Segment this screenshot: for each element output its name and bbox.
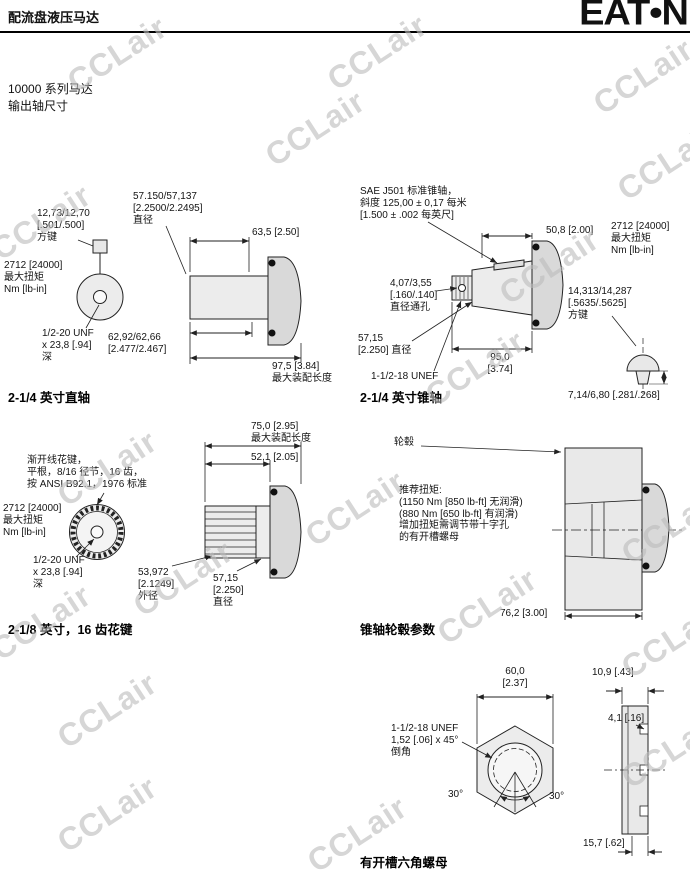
straight-torque-label: 2712 [24000] 最大扭矩 Nm [lb-in]	[4, 260, 63, 295]
nut-slot-width-dim: 4,1 [.16]	[608, 713, 645, 724]
header-rule	[0, 31, 690, 33]
straight-shaft-title: 2-1/4 英寸直轴	[8, 391, 90, 405]
taper-thread-label: 1-1/2-18 UNEF	[371, 371, 439, 382]
hub-section-title: 锥轴轮毂参数	[360, 623, 436, 637]
straight-length-dim: 63,5 [2.50]	[252, 227, 300, 238]
hub-drawing	[420, 445, 684, 620]
spline-shaft-drawing	[69, 442, 302, 579]
straight-assembly-length: 97,5 [3.84] 最大装配长度	[272, 361, 332, 384]
straight-length2-dim: 62,92/62,66 [2.477/2.467]	[108, 332, 167, 355]
eaton-logo: EAT•N	[579, 0, 689, 33]
spline-thread-label: 1/2-20 UNF x 23,8 [.94] 深	[33, 555, 85, 590]
spline-od-label: 53,972 [2.1249] 外径	[138, 567, 175, 602]
series-subtitle: 10000 系列马达	[8, 82, 93, 96]
straight-thread-label: 1/2-20 UNF x 23,8 [.94] 深	[42, 328, 94, 363]
taper-key-height-dim: 7,14/6,80 [.281/.268]	[568, 390, 660, 401]
straight-shaft-drawing	[76, 225, 302, 364]
taper-key-label: 14,313/14,287 [.5635/.5625] 方键	[568, 286, 632, 321]
spline-torque-label: 2712 [24000] 最大扭矩 Nm [lb-in]	[3, 503, 62, 538]
nut-thickness-dim: 10,9 [.43]	[592, 667, 634, 678]
page-title: 配流盘液压马达	[8, 10, 100, 25]
taper-sae-note: SAE J501 标准锥轴， 斜度 125,00 ± 0,17 每米 [1.50…	[360, 186, 467, 221]
straight-key-label: 12,73/12,70 [.501/.500] 方键	[37, 208, 90, 243]
taper-diameter-label: 57,15 [2.250] 直径	[358, 333, 412, 356]
spline-assembly-length: 75,0 [2.95] 最大装配长度	[251, 421, 311, 444]
nut-across-flats-dim: 60,0 [2.37]	[502, 666, 528, 689]
hub-callout-label: 轮毂	[394, 437, 414, 448]
taper-torque-label: 2712 [24000] 最大扭矩 Nm [lb-in]	[611, 221, 670, 256]
spline-spec-note: 渐开线花键， 平根，8/16 径节，16 齿， 按 ANSI B92.1，197…	[27, 455, 148, 490]
hub-torque-note: 推荐扭矩: (1150 Nm [850 lb-ft] 无润滑) (880 Nm …	[399, 485, 523, 544]
taper-length2-dim: 95,0 [3.74]	[487, 352, 513, 375]
spline-shaft-title: 2-1/8 英寸，16 齿花键	[8, 623, 133, 637]
taper-hole-label: 4,07/3,55 [.160/.140] 直径通孔	[390, 278, 438, 313]
taper-shaft-title: 2-1/4 英寸锥轴	[360, 391, 442, 405]
nut-drawing	[461, 687, 668, 856]
nut-angle-left: 30°	[448, 789, 464, 800]
spline-diameter-label: 57,15 [2.250] 直径	[213, 573, 244, 608]
nut-angle-right: 30°	[549, 791, 565, 802]
taper-length-dim: 50,8 [2.00]	[546, 225, 594, 236]
straight-diameter-label: 57.150/57,137 [2.2500/2.2495] 直径	[133, 191, 203, 226]
nut-thread-label: 1-1/2-18 UNEF 1,52 [.06] x 45° 倒角	[391, 723, 459, 758]
spline-length-dim: 52,1 [2.05]	[251, 452, 299, 463]
shaft-dimensions-subtitle: 输出轴尺寸	[8, 99, 69, 113]
taper-shaft-drawing	[411, 221, 668, 394]
nut-slot-depth-dim: 15,7 [.62]	[583, 838, 625, 849]
nut-section-title: 有开槽六角螺母	[360, 856, 448, 870]
hub-width-dim: 76,2 [3.00]	[500, 608, 548, 619]
